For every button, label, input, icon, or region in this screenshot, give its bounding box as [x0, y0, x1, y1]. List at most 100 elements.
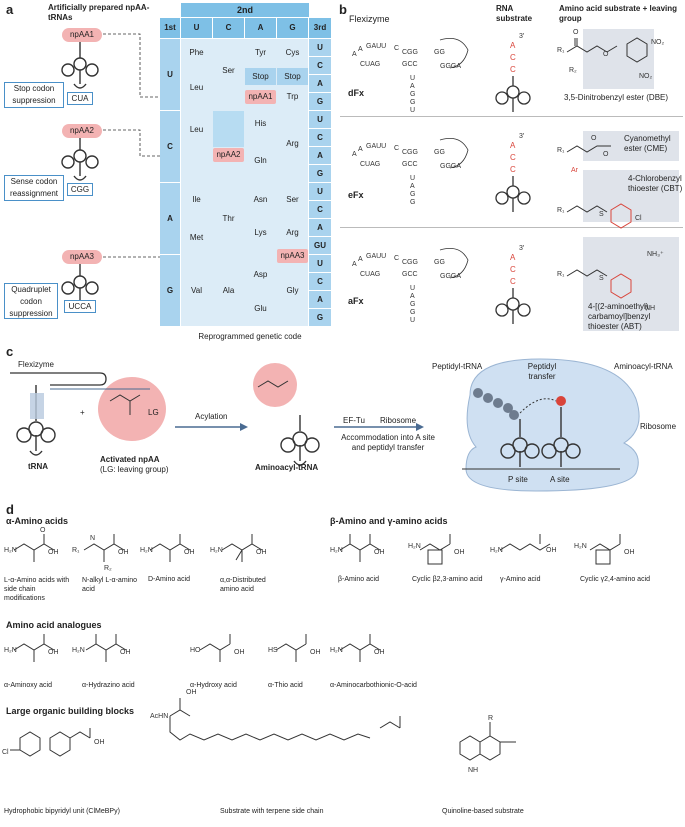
- svg-text:H₂N: H₂N: [210, 547, 223, 554]
- third-base: A: [309, 147, 331, 164]
- third-base: A: [309, 291, 331, 308]
- svg-text:CGG: CGG: [402, 49, 418, 56]
- svg-text:R₁: R₁: [557, 207, 565, 214]
- third-base: G: [309, 309, 331, 326]
- aa-lys: Lys: [254, 228, 267, 237]
- aa-trp: Trp: [286, 92, 299, 101]
- third-base: U: [309, 111, 331, 128]
- svg-text:U: U: [410, 285, 415, 292]
- aa-thr: Thr: [222, 214, 235, 223]
- svg-text:OH: OH: [94, 739, 105, 746]
- svg-text:C: C: [510, 265, 516, 274]
- svg-text:R: R: [488, 715, 493, 722]
- row-g: G: [160, 255, 180, 326]
- panel-a-letter: a: [6, 2, 14, 17]
- caption-l-alpha: L-α-Amino acids with side chain modifica…: [4, 577, 70, 602]
- svg-text:U: U: [410, 175, 415, 182]
- caption-bipyridyl: Hydrophobic bipyridyl unit (ClMeBPy): [4, 808, 120, 815]
- third-base: A: [309, 219, 331, 236]
- third-base: GU: [309, 237, 331, 254]
- svg-text:GGGA: GGGA: [440, 63, 461, 70]
- svg-text:CUAG: CUAG: [360, 61, 380, 68]
- svg-text:C: C: [510, 165, 516, 174]
- svg-text:GCC: GCC: [402, 271, 418, 278]
- svg-text:C: C: [394, 255, 399, 262]
- peptidyl-trna-label: Peptidyl-tRNA: [432, 362, 483, 371]
- svg-text:GCC: GCC: [402, 161, 418, 168]
- aa-his: His: [254, 119, 267, 128]
- svg-text:A: A: [352, 151, 357, 158]
- svg-text:G: G: [410, 301, 415, 308]
- lg-label: LG: [148, 408, 159, 417]
- svg-text:OH: OH: [234, 649, 245, 656]
- ester-cbt: 4-Chlorobenzyl thioester (CBT): [628, 174, 683, 193]
- svg-text:C: C: [510, 153, 516, 162]
- aa-asp: Asp: [253, 270, 268, 279]
- svg-text:G: G: [410, 199, 415, 206]
- svg-text:A: A: [352, 261, 357, 268]
- peptidyl-transfer-label: Peptidyl transfer: [527, 362, 557, 381]
- header-3rd: 3rd: [309, 18, 331, 38]
- third-base: C: [309, 57, 331, 74]
- svg-text:H₂N: H₂N: [140, 547, 153, 554]
- svg-text:A: A: [358, 256, 363, 263]
- row-c: C: [160, 111, 180, 182]
- svg-text:OH: OH: [546, 547, 557, 554]
- aa-phe: Phe: [189, 48, 204, 57]
- svg-text:NH₃⁺: NH₃⁺: [647, 251, 664, 258]
- svg-text:H₂N: H₂N: [490, 547, 503, 554]
- svg-text:O: O: [603, 51, 609, 58]
- panel-d-letter: d: [6, 502, 14, 517]
- svg-text:CGG: CGG: [402, 149, 418, 156]
- svg-text:Cl: Cl: [2, 749, 9, 756]
- svg-text:GGGA: GGGA: [440, 163, 461, 170]
- row-u: U: [160, 39, 180, 110]
- svg-text:C: C: [394, 45, 399, 52]
- svg-text:O: O: [603, 151, 609, 158]
- svg-text:H₂N: H₂N: [72, 647, 85, 654]
- svg-text:R₁: R₁: [557, 147, 565, 154]
- third-base: A: [309, 75, 331, 92]
- svg-text:OH: OH: [48, 649, 59, 656]
- ribosome-label: Ribosome: [640, 422, 677, 431]
- anticodon-ucca: UCCA: [64, 300, 96, 313]
- svg-text:GG: GG: [434, 259, 445, 266]
- svg-text:R₂: R₂: [104, 565, 112, 572]
- panel-a-trna-drawings: [61, 33, 170, 300]
- col-g: G: [277, 18, 308, 38]
- caption-aminocarbothionic: α-Aminocarbothionic-O-acid: [330, 682, 417, 689]
- accommodation-label: Accommodation into A site and peptidyl t…: [341, 433, 435, 452]
- row-a: A: [160, 183, 180, 254]
- caption-n-alkyl: N-alkyl L-α-amino acid: [82, 577, 138, 593]
- svg-text:U: U: [410, 75, 415, 82]
- svg-text:C: C: [510, 53, 516, 62]
- caption-cyclic-gamma: Cyclic γ2,4-amino acid: [580, 576, 651, 583]
- anticodon-cgg: CGG: [67, 183, 93, 196]
- svg-text:U: U: [410, 107, 415, 114]
- aa-ile: Ile: [192, 195, 201, 204]
- aa-leu-u: Leu: [189, 83, 204, 92]
- caption-aminoxy: α-Aminoxy acid: [4, 682, 53, 689]
- svg-text:OH: OH: [186, 689, 197, 696]
- rna-substrates: ACC ACC ACC 3′3′3′: [495, 33, 531, 324]
- svg-text:H₂N: H₂N: [574, 543, 587, 550]
- table-npaa2: npAA2: [213, 148, 244, 162]
- svg-text:A: A: [410, 83, 415, 90]
- panel-b-letter: b: [339, 2, 347, 17]
- svg-text:O: O: [573, 29, 579, 36]
- aminoacyl-trna-c: Aminoacyl-tRNA: [255, 463, 319, 472]
- svg-text:GG: GG: [434, 49, 445, 56]
- aa-gly: Gly: [286, 286, 299, 295]
- table-caption: Reprogrammed genetic code: [198, 332, 302, 341]
- aa-arg-c: Arg: [286, 139, 299, 148]
- beta-title: β-Amino and γ-amino acids: [330, 516, 448, 526]
- ribosome-arrow-label: Ribosome: [380, 416, 417, 425]
- third-base: G: [309, 165, 331, 182]
- large-title: Large organic building blocks: [6, 706, 135, 716]
- svg-text:NH: NH: [468, 767, 478, 774]
- svg-text:OH: OH: [374, 649, 385, 656]
- svg-text:OH: OH: [184, 549, 195, 556]
- svg-text:G: G: [410, 191, 415, 198]
- svg-text:GCC: GCC: [402, 61, 418, 68]
